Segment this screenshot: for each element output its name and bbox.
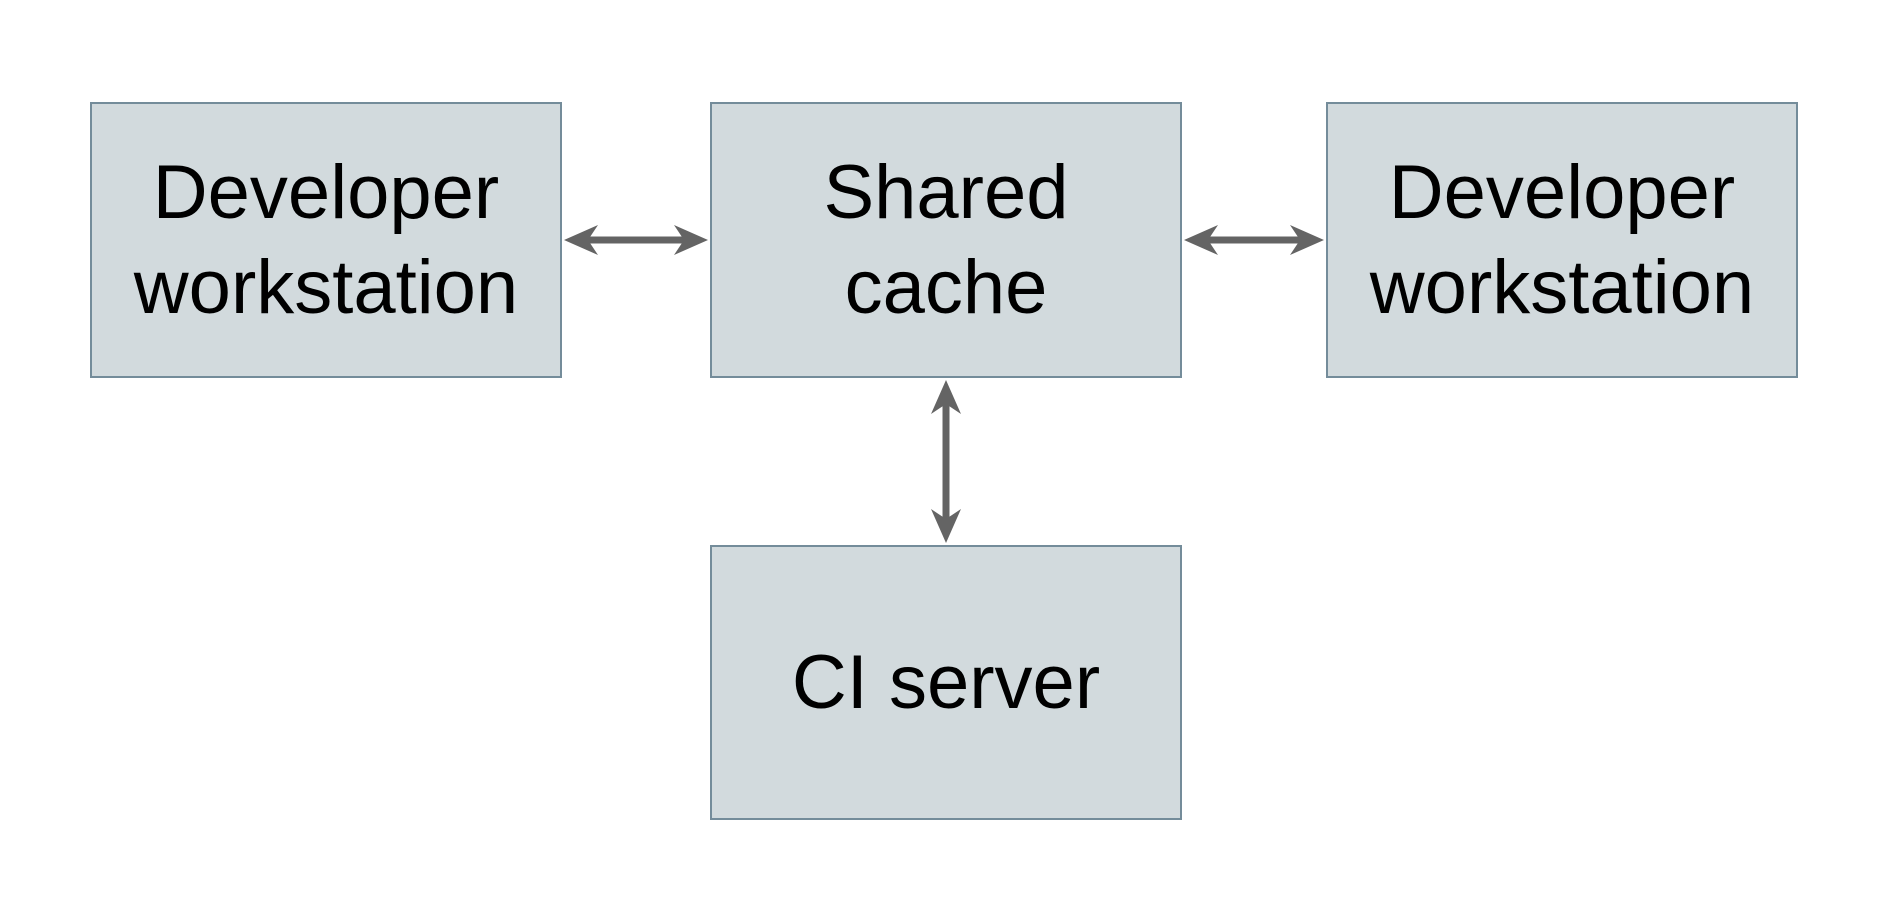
- node-label: CI server: [791, 640, 1101, 725]
- node-ci-server: CI server: [710, 545, 1182, 820]
- arrowhead-up-icon: [931, 380, 961, 414]
- node-label: Shared cache: [823, 150, 1069, 330]
- node-developer-workstation-left: Developer workstation: [90, 102, 562, 378]
- connector-left-workstation-shared-cache: [564, 225, 708, 255]
- node-label: Developer workstation: [1369, 150, 1755, 330]
- arrowhead-down-icon: [931, 509, 961, 543]
- node-label: Developer workstation: [133, 150, 519, 330]
- arrowhead-right-icon: [1290, 225, 1324, 255]
- node-developer-workstation-right: Developer workstation: [1326, 102, 1798, 378]
- arrowhead-left-icon: [564, 225, 598, 255]
- connector-shared-cache-right-workstation: [1184, 225, 1324, 255]
- node-shared-cache: Shared cache: [710, 102, 1182, 378]
- arrowhead-left-icon: [1184, 225, 1218, 255]
- connector-shared-cache-ci-server: [931, 380, 961, 543]
- arrowhead-right-icon: [674, 225, 708, 255]
